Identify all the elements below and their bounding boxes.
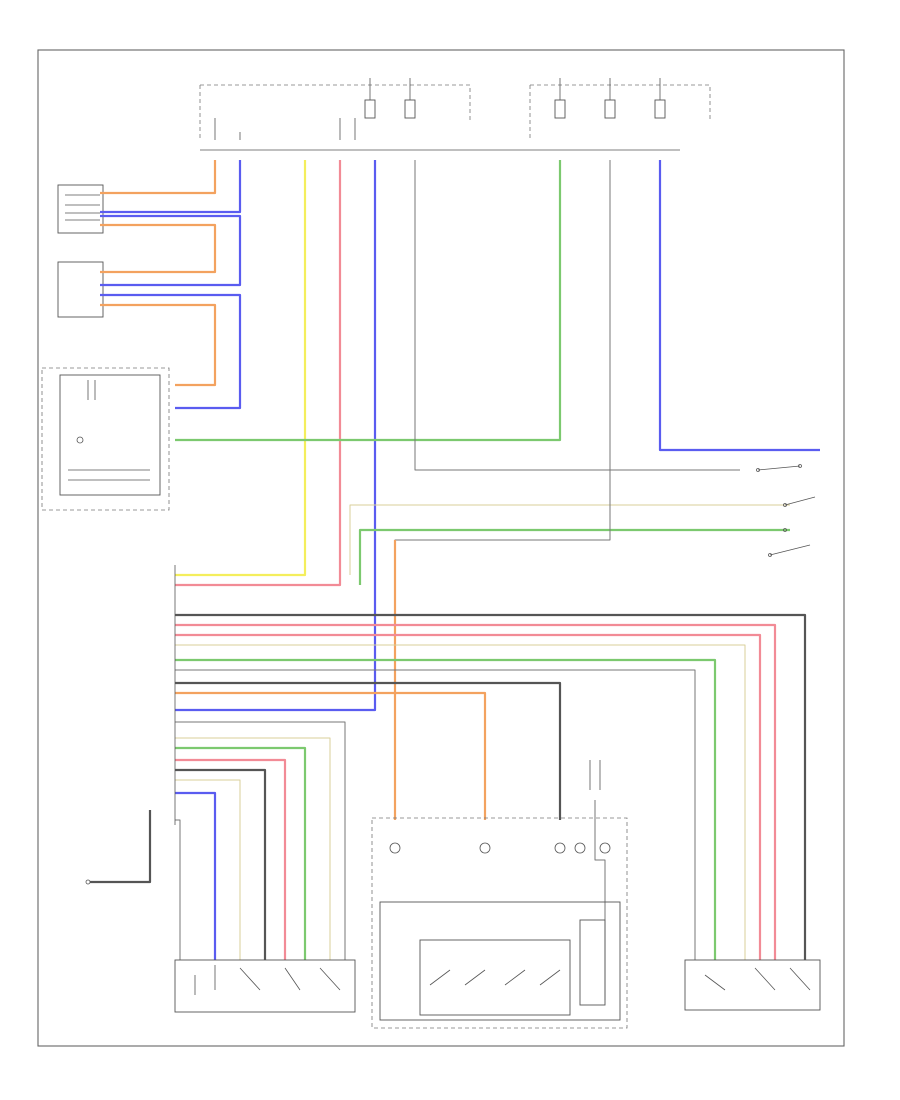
wire-pink-bus-1: [175, 623, 777, 960]
right-bottom-component: [684, 959, 821, 1011]
wire-gray-left-1: [175, 721, 346, 960]
wire-gray-steer: [594, 800, 606, 1000]
wire-yellow-main: [175, 160, 307, 577]
connector-box-1: [57, 184, 104, 234]
wire-black-left: [175, 768, 267, 960]
wire-green-bus: [175, 658, 717, 960]
wire-black-ground: [90, 810, 152, 884]
wire-blue-main: [175, 160, 377, 712]
diagram-frame: [37, 49, 845, 1047]
left-connectors: [57, 184, 104, 318]
wire-orange-top: [100, 160, 217, 195]
grounds: [85, 879, 91, 885]
left-bottom-component: [174, 959, 356, 1013]
wire-pink-bus-2: [175, 633, 762, 960]
wire-tan-right: [349, 504, 790, 575]
wire-orange-lower: [100, 303, 217, 387]
wire-tan-bus: [175, 644, 746, 960]
wire-tan-left-2: [175, 779, 241, 960]
top-power-distribution: [199, 78, 711, 151]
wire-gray-right: [414, 160, 740, 471]
instrument-cluster: [41, 367, 170, 511]
wire-green-cluster: [175, 160, 562, 442]
wire-pink-left: [175, 758, 287, 960]
wire-pink-main: [175, 160, 342, 587]
wire-green-right: [358, 528, 790, 585]
wire-blue-top: [100, 160, 242, 214]
right-switches: [756, 464, 816, 557]
wire-blue-right: [658, 160, 820, 452]
wire-black-center: [175, 681, 562, 820]
wire-gray-left-2: [175, 819, 181, 960]
connector-box-2: [57, 261, 104, 318]
wire-gray-bus: [175, 669, 696, 960]
center-switch-assembly: [371, 760, 628, 1029]
wire-green-left: [175, 746, 307, 960]
wire-tan-left: [175, 737, 331, 960]
wire-blue-mid: [100, 214, 242, 287]
wire-blue-left: [175, 791, 217, 960]
wire-blue-lower: [100, 293, 242, 410]
wire-black-bus: [175, 613, 807, 960]
wire-orange-bottom: [175, 691, 487, 820]
wire-orange-mid: [100, 223, 217, 274]
wire-gray-mid: [394, 160, 611, 820]
